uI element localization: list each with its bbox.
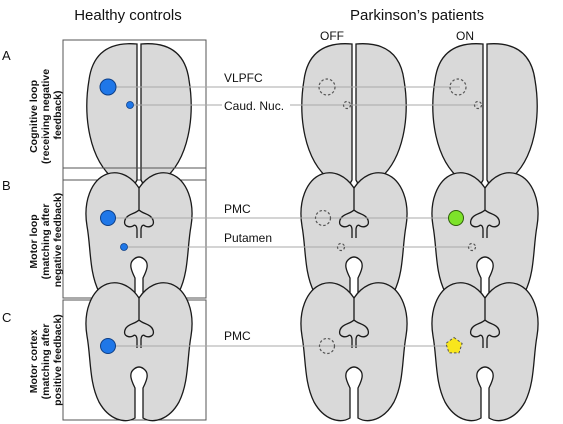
header-healthy-controls: Healthy controls (74, 7, 182, 24)
row-a-side-line3: feedback) (52, 90, 64, 139)
row-c: C Motor cortex (matching after positive … (2, 282, 539, 422)
row-c-off-region1-marker (318, 337, 336, 355)
row-a-healthy-region2-marker (126, 101, 134, 109)
header-off: OFF (320, 29, 344, 43)
row-b-side-line3: negative feedback) (52, 193, 64, 288)
row-c-side-line3: positive feedback) (52, 314, 64, 406)
row-b-off-region1-marker (314, 209, 332, 227)
row-b-healthy-region1-marker (100, 210, 116, 226)
row-a-region2-label: Caud. Nuc. (224, 99, 284, 113)
header-parkinsons-patients: Parkinson’s patients (350, 7, 484, 24)
row-c-brain-off (300, 282, 408, 422)
row-b: B Motor loop (matching after negative fe… (2, 167, 539, 312)
row-b-on-region1-marker (448, 210, 464, 226)
row-a-letter: A (2, 48, 11, 63)
row-a-side-line1: Cognitive loop (28, 80, 40, 153)
row-a-on-region1-marker (449, 78, 467, 96)
row-c-brain-on (431, 282, 539, 422)
row-a-brain-healthy (86, 43, 192, 186)
row-c-region1-label: PMC (224, 329, 251, 343)
row-a-off-region1-marker (318, 78, 336, 96)
row-c-healthy-region1-marker (100, 338, 116, 354)
row-c-side-line1: Motor cortex (28, 330, 40, 394)
row-a-brain-on (432, 43, 538, 186)
row-b-region1-label: PMC (224, 202, 251, 216)
row-b-off-region2-marker (336, 242, 346, 252)
row-a-brain-off (301, 43, 407, 186)
row-b-region2-label: Putamen (224, 231, 272, 245)
row-c-letter: C (2, 310, 11, 325)
row-b-healthy-region2-marker (120, 243, 128, 251)
row-a-on-region2-marker (473, 100, 483, 110)
row-a-side-line2: (receiving negative (40, 69, 52, 164)
svg-text:Motor cortex (matching a: Motor cortex (matching after positive fe… (28, 314, 64, 406)
svg-text:Cognitive loop (receivin: Cognitive loop (receiving negative feedb… (28, 66, 64, 164)
row-b-side-line2: (matching after (40, 204, 52, 280)
row-b-side-line1: Motor loop (28, 214, 40, 268)
row-a-off-region2-marker (342, 100, 352, 110)
row-a: A Cognitive loop (receiving negative fee… (2, 39, 538, 186)
row-a-region1-label: VLPFC (224, 71, 263, 85)
row-b-letter: B (2, 178, 11, 193)
row-c-on-region1-marker (445, 336, 463, 354)
svg-text:Motor loop (matching aft: Motor loop (matching after negative feed… (28, 193, 64, 288)
header-on: ON (456, 29, 474, 43)
row-b-on-region2-marker (467, 242, 477, 252)
row-c-side-line2: (matching after (40, 324, 52, 400)
row-c-brain-healthy (85, 282, 193, 422)
row-a-healthy-region1-marker (99, 78, 117, 96)
